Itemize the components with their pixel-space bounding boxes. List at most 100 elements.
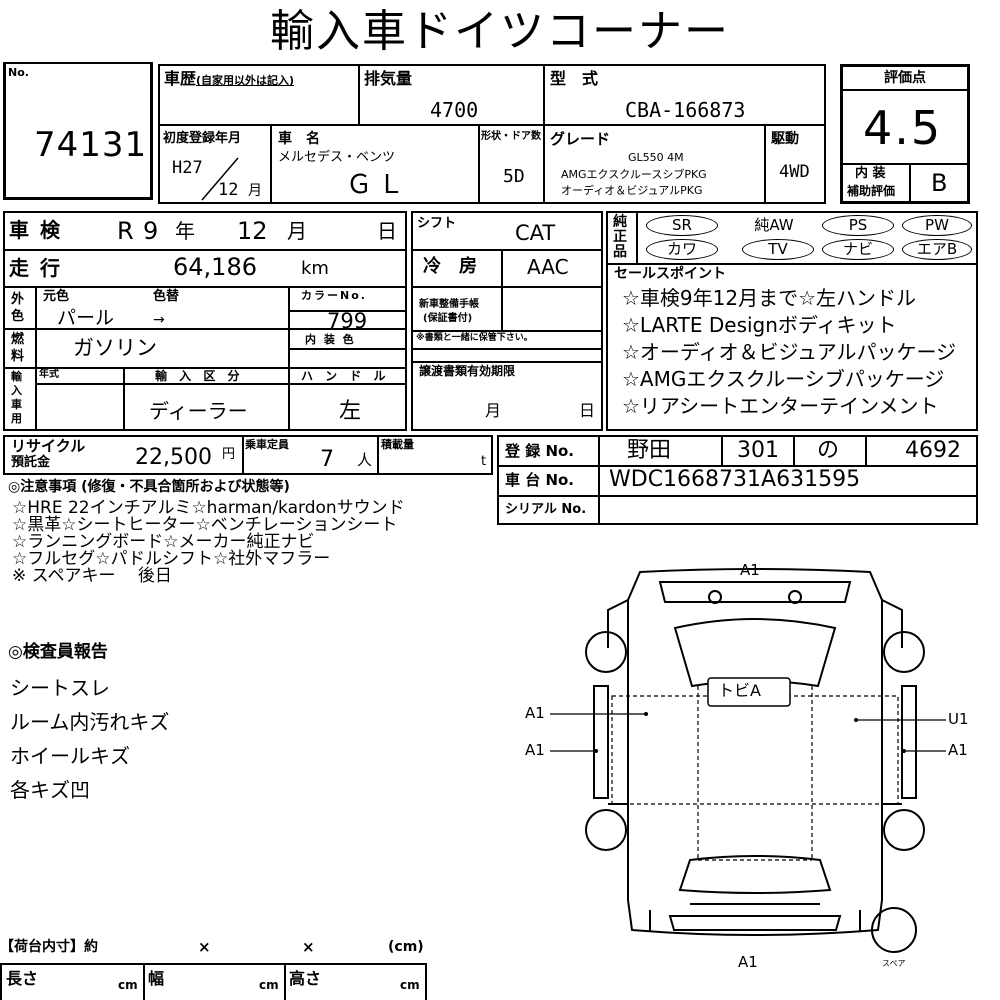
top-info-table: 車歴(自家用以外は記入) 排気量 4700 型 式 CBA-166873 初度登…: [158, 64, 826, 204]
displacement-value: 4700: [430, 98, 479, 122]
diagram-right-lower-label: A1: [948, 741, 968, 759]
cargo-unit: (cm): [388, 939, 424, 955]
recycle-value: 22,500: [135, 445, 212, 470]
import-type: ディーラー: [149, 399, 248, 423]
inspector-line-4: 各キズ凹: [10, 778, 90, 802]
equipment-sales-box: 純正品 SR 純AW PS PW カワ TV ナビ エアB セールスポイント ☆…: [606, 211, 978, 431]
shaken-month-unit: 月: [287, 219, 307, 243]
shift-aircon-table: シフト CAT 冷 房 AAC 新車整備手帳 (保証書付) ※書類と一緒に保管下…: [411, 211, 603, 431]
equip-ps: PS: [822, 215, 894, 236]
displacement-label: 排気量: [364, 69, 413, 88]
front-grille: [658, 581, 852, 603]
doors-value: 5D: [503, 166, 525, 187]
rear-window: [678, 855, 832, 894]
inspector-line-3: ホイールキズ: [10, 744, 130, 768]
load-unit: t: [481, 454, 487, 469]
grade-label: グレード: [550, 130, 611, 148]
serial-label: シリアル No.: [505, 502, 587, 517]
interior-label-1: 内 装: [855, 166, 886, 181]
diagram-top-label: A1: [740, 561, 760, 579]
docs-valid-label: 譲渡書類有効期限: [419, 364, 516, 378]
windshield: [673, 618, 837, 688]
fuel-value: ガソリン: [73, 336, 157, 360]
left-front-fender: [607, 599, 629, 648]
sales-point-2: ☆LARTE Designボディキット: [622, 313, 897, 337]
recycle-label-1: リサイクル: [11, 437, 86, 455]
shift-value: CAT: [515, 221, 556, 245]
load-label: 積載量: [381, 438, 414, 451]
note-line-3: ☆ランニングボード☆メーカー純正ナビ: [12, 532, 315, 552]
cargo-height-label: 高さ: [289, 969, 322, 988]
car-damage-diagram: [550, 568, 946, 953]
score-box: 評価点 4.5 内 装 補助評価 B: [840, 64, 970, 204]
capacity-label: 乗車定員: [245, 438, 289, 451]
handle-value: 左: [339, 399, 362, 424]
sales-point-4: ☆AMGエクスクルーシブパッケージ: [622, 367, 945, 391]
registration-kana: の: [817, 438, 840, 463]
registration-area: 野田: [627, 438, 672, 463]
registration-label: 登 録 No.: [505, 442, 575, 460]
cargo-x2: ×: [302, 938, 315, 956]
front-left-wheel-icon: [585, 631, 627, 673]
right-front-fender: [881, 599, 903, 648]
note-line-5: ※ スペアキー 後日: [12, 566, 172, 586]
cargo-width-label: 幅: [148, 969, 165, 988]
drive-label: 駆動: [771, 131, 799, 147]
color-change-label: 色替: [153, 289, 180, 304]
interior-color-label: 内 装 色: [305, 333, 356, 346]
car-maker: メルセデス・ベンツ: [278, 150, 396, 165]
cargo-height-unit: cm: [400, 978, 420, 992]
diagram-spare-label: スペア: [882, 959, 906, 968]
recycle-label-2: 預託金: [11, 455, 51, 470]
car-body-outline: [627, 568, 883, 936]
note-line-4: ☆フルセグ☆パドルシフト☆社外マフラー: [12, 549, 331, 569]
cargo-width-unit: cm: [259, 978, 279, 992]
diagram-bottom-label: A1: [738, 953, 758, 971]
shaken-month: 12: [237, 217, 268, 245]
score-value: 4.5: [863, 101, 943, 155]
import-type-label: 輸 入 区 分: [155, 369, 244, 383]
first-reg-month: 12: [218, 180, 239, 200]
page-title: 輸入車ドイツコーナー: [270, 6, 730, 57]
maintenance-label-1: 新車整備手帳: [419, 299, 479, 310]
notes-label: ◎注意事項 (修復・不具合箇所および状態等): [8, 479, 290, 495]
spare-wheel-icon: [871, 907, 917, 953]
rear-bumper: [668, 915, 842, 931]
docs-valid-day: 日: [579, 401, 596, 420]
sales-points-label: セールスポイント: [614, 266, 726, 282]
shift-label: シフト: [417, 216, 457, 231]
registration-class: 301: [737, 438, 779, 463]
equip-navi: ナビ: [822, 239, 894, 260]
roof-dashed: [611, 695, 899, 805]
equip-tv: TV: [742, 239, 814, 260]
color-no-label: カラーNo.: [301, 289, 367, 302]
inspector-line-1: シートスレ: [10, 676, 110, 700]
model-type-value: CBA-166873: [625, 98, 746, 122]
chassis-number: WDC1668731A631595: [609, 467, 861, 492]
vehicle-spec-table: 車 検 R 9 年 12 月 日 走 行 64,186 km 外色 元色 色替 …: [3, 211, 407, 431]
cargo-length-unit: cm: [118, 978, 138, 992]
note-line-1: ☆HRE 22インチアルミ☆harman/kardonサウンド: [12, 498, 405, 518]
equipment-label: 純正品: [613, 214, 627, 260]
interior-value: B: [931, 169, 948, 197]
slash-divider: [201, 157, 239, 201]
equip-pw: PW: [902, 215, 972, 236]
mileage-value: 64,186: [173, 253, 257, 281]
color-no: 799: [327, 309, 368, 333]
sales-point-1: ☆車検9年12月まで☆左ハンドル: [622, 286, 917, 310]
interior-label-2: 補助評価: [847, 184, 896, 198]
first-reg-era: H27: [172, 158, 203, 178]
diagram-left-lower-label: A1: [525, 741, 545, 759]
fuel-label: 燃料: [11, 332, 25, 364]
equip-aw: 純AW: [754, 216, 794, 234]
chassis-label: 車 台 No.: [505, 471, 575, 489]
recycle-unit: 円: [222, 447, 236, 462]
cargo-length-label: 長さ: [6, 969, 39, 988]
car-model: ＧＬ: [346, 170, 411, 200]
registration-number: 4692: [905, 438, 961, 463]
sales-point-5: ☆リアシートエンターテインメント: [622, 394, 939, 418]
equip-airbag: エアB: [902, 239, 972, 260]
shaken-day-unit: 日: [377, 219, 397, 243]
mileage-unit: km: [301, 258, 329, 279]
diagram-right-upper-label: U1: [948, 710, 969, 728]
